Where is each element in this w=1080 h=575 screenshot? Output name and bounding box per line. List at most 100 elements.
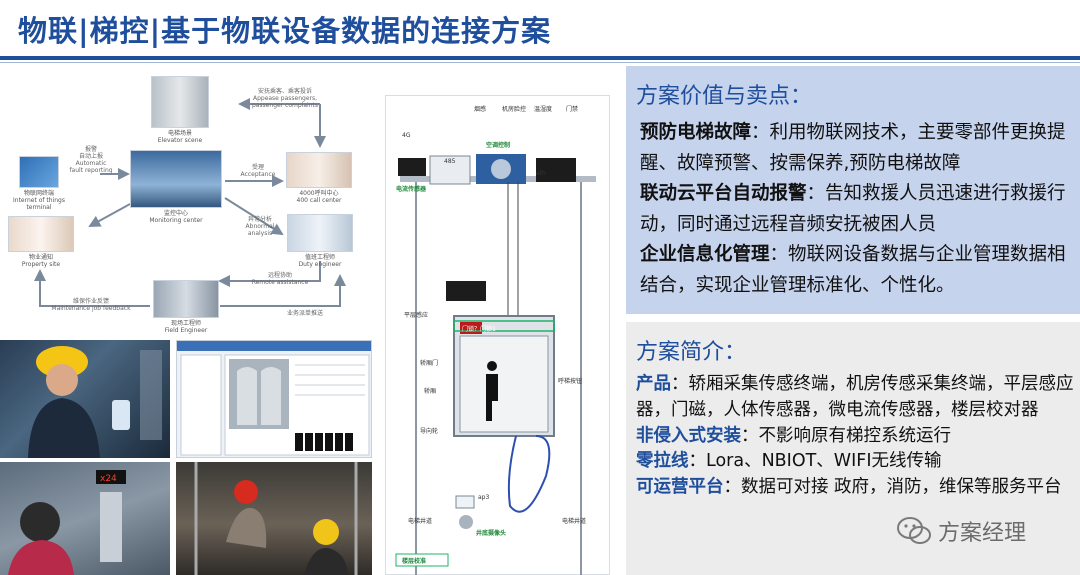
label-text: 自动上报: [78, 153, 103, 160]
label-abnormal: 异常分析 Abnormal analysis: [240, 216, 280, 237]
label-door-lock: 门锁？门锁1: [462, 326, 496, 333]
value-item-text: ：利用物联网技术，主要零部件更换提醒、故障预警、按需保养,预防电梯故障: [640, 122, 1066, 174]
node-duty-engineer: 值班工程师 Duty engineer: [284, 214, 356, 268]
intro-item: 零拉线：Lora、NBIOT、WIFI无线传输: [636, 449, 1076, 475]
label-acceptance: 受理 Acceptance: [238, 164, 278, 178]
top-label-temp: 温湿度: [534, 106, 553, 113]
value-item: 联动云平台自动报警：告知救援人员迅速进行救援行动，同时通过远程音频安抚被困人员: [640, 179, 1076, 240]
top-label-smoke: 烟感: [474, 106, 487, 113]
label-car-wall: 轿厢: [424, 388, 437, 395]
node-call-center: 4000呼叫中心 400 call center: [282, 152, 356, 204]
top-label-face: 机房脸控: [502, 106, 527, 113]
intro-item-text: ：不影响原有梯控系统运行: [741, 425, 951, 446]
node-label: 值班工程师: [304, 254, 335, 261]
label-maintenance: 维保作业反馈 Maintenance job feedback: [46, 298, 136, 312]
watermark: 方案经理: [896, 515, 1026, 547]
title-divider-thin: [0, 62, 1080, 63]
shaft-workers-illustration: [194, 462, 358, 575]
photo-software-screen: [176, 340, 372, 458]
label-pit-camera: 井底摄像头: [476, 530, 507, 537]
intro-item-key: 可运营平台: [636, 477, 724, 498]
value-item: 预防电梯故障：利用物联网技术，主要零部件更换提醒、故障预警、按需保养,预防电梯故…: [640, 118, 1076, 179]
value-panel: 方案价值与卖点： 预防电梯故障：利用物联网技术，主要零部件更换提醒、故障预警、按…: [626, 66, 1080, 314]
value-item-key: 预防电梯故障: [640, 122, 752, 143]
label-guide-wheel: 导向轮: [420, 428, 439, 435]
label-eth: eth: [536, 170, 546, 177]
engineer-phone-illustration: [28, 346, 162, 458]
node-field-engineer: 现场工程师 Field Engineer: [150, 280, 222, 334]
top-label-access: 门禁: [566, 106, 579, 113]
label-text: 报警: [84, 146, 97, 153]
label-passenger: 安抚乘客、乘客投诉 Appease passengers, passenger …: [240, 88, 330, 109]
page-title: 物联|梯控|基于物联设备数据的连接方案: [18, 14, 552, 48]
label-485: 485: [444, 158, 456, 165]
intro-item: 可运营平台：数据可对接 政府，消防，维保等服务平台: [636, 475, 1076, 501]
node-label-en: Elevator scene: [157, 137, 203, 144]
label-current-sensor: 电流传感器: [396, 186, 427, 193]
intro-list: 产品：轿厢采集传感终端，机房传感采集终端，平层感应器，门磁，人体传感器，微电流传…: [636, 372, 1076, 501]
wechat-icon: [897, 517, 931, 544]
intro-item: 产品：轿厢采集传感终端，机房传感采集终端，平层感应器，门磁，人体传感器，微电流传…: [636, 372, 1076, 424]
watermark-text: 方案经理: [938, 521, 1027, 546]
intro-panel: 方案简介： 产品：轿厢采集传感终端，机房传感采集终端，平层感应器，门磁，人体传感…: [626, 322, 1080, 575]
software-screen-illustration: [177, 341, 371, 456]
node-label: 物联网终端: [23, 190, 54, 197]
intro-item-text: ：轿厢采集传感终端，机房传感采集终端，平层感应器，门磁，人体传感器，微电流传感器…: [636, 374, 1074, 420]
label-car-door: 轿厢门: [420, 360, 439, 367]
node-property: 物业通知 Property site: [4, 216, 78, 268]
intro-item-key: 零拉线: [636, 451, 689, 472]
label-text: 维保作业反馈: [72, 298, 109, 305]
label-ap: ap3: [478, 494, 490, 501]
label-text: 远程协助: [267, 272, 292, 279]
elevator-panel-illustration: x24: [8, 470, 126, 575]
label-text: 受理: [251, 164, 264, 171]
photo-engineer-phone: [0, 340, 170, 458]
elevator-sensor-diagram: 烟感 机房脸控 温湿度 门禁 空调控制 485 电流传感器 eth 4G 门锁？…: [385, 95, 610, 575]
elevator-shaft-drawing: [395, 154, 596, 575]
label-text-en: Remote assistance: [251, 279, 309, 286]
label-text-en: Automatic fault reporting: [69, 160, 113, 174]
label-floor-sensor: 平层感应: [404, 312, 429, 319]
node-elevator-scene: 电梯场景 Elevator scene: [140, 76, 220, 144]
node-label-en: Duty engineer: [298, 261, 342, 268]
svg-text:x24: x24: [100, 474, 117, 484]
flow-arrows: [34, 98, 346, 307]
value-item-key: 企业信息化管理: [640, 244, 770, 265]
label-text: 异常分析: [247, 216, 272, 223]
service-flow-diagram: 电梯场景 Elevator scene 安抚乘客、乘客投诉 Appease pa…: [0, 66, 372, 338]
label-fault-report: 报警 自动上报 Automatic fault reporting: [68, 146, 114, 174]
value-item-key: 联动云平台自动报警: [640, 183, 807, 204]
value-item-text: ：告知救援人员迅速进行救援行动，同时通过远程音频安抚被困人员: [640, 183, 1066, 235]
node-label-en: Internet of things terminal: [13, 197, 65, 211]
node-label: 监控中心: [163, 210, 188, 217]
label-text-en: Acceptance: [240, 171, 276, 178]
value-list: 预防电梯故障：利用物联网技术，主要零部件更换提醒、故障预警、按需保养,预防电梯故…: [640, 118, 1076, 301]
node-label: 4000呼叫中心: [299, 190, 339, 197]
label-text-en: Maintenance job feedback: [51, 305, 131, 312]
intro-item-key: 产品: [636, 374, 671, 394]
label-text-en: Abnormal analysis: [245, 223, 275, 237]
node-monitoring-center: 监控中心 Monitoring center: [128, 150, 224, 224]
title-divider: [0, 56, 1080, 60]
label-shaft-right: 电梯井道: [562, 518, 587, 525]
label-text-en: Appease passengers, passenger complaints: [251, 95, 319, 109]
label-remote: 远程协助 Remote assistance: [240, 272, 320, 286]
label-floor-check: 楼层校准: [402, 558, 427, 565]
intro-heading: 方案简介：: [636, 340, 747, 365]
node-iot-terminal: 物联网终端 Internet of things terminal: [4, 156, 74, 211]
photo-shaft-workers: [176, 462, 372, 575]
intro-item: 非侵入式安装：不影响原有梯控系统运行: [636, 424, 1076, 450]
photo-elevator-panel: x24: [0, 462, 170, 575]
value-heading: 方案价值与卖点：: [636, 84, 813, 109]
label-dispatch: 业务派单推送: [286, 310, 323, 317]
intro-item-text: ：数据可对接 政府，消防，维保等服务平台: [723, 477, 1062, 498]
node-label: 物业通知: [28, 254, 53, 261]
label-4g: 4G: [402, 132, 411, 139]
intro-item-key: 非侵入式安装: [636, 425, 741, 446]
node-label: 电梯场景: [167, 130, 192, 137]
node-label: 现场工程师: [170, 320, 201, 327]
value-item: 企业信息化管理：物联网设备数据与企业管理数据相结合，实现企业管理标准化、个性化。: [640, 240, 1076, 301]
node-label-en: Field Engineer: [164, 327, 208, 334]
label-ac-control: 空调控制: [486, 142, 511, 149]
